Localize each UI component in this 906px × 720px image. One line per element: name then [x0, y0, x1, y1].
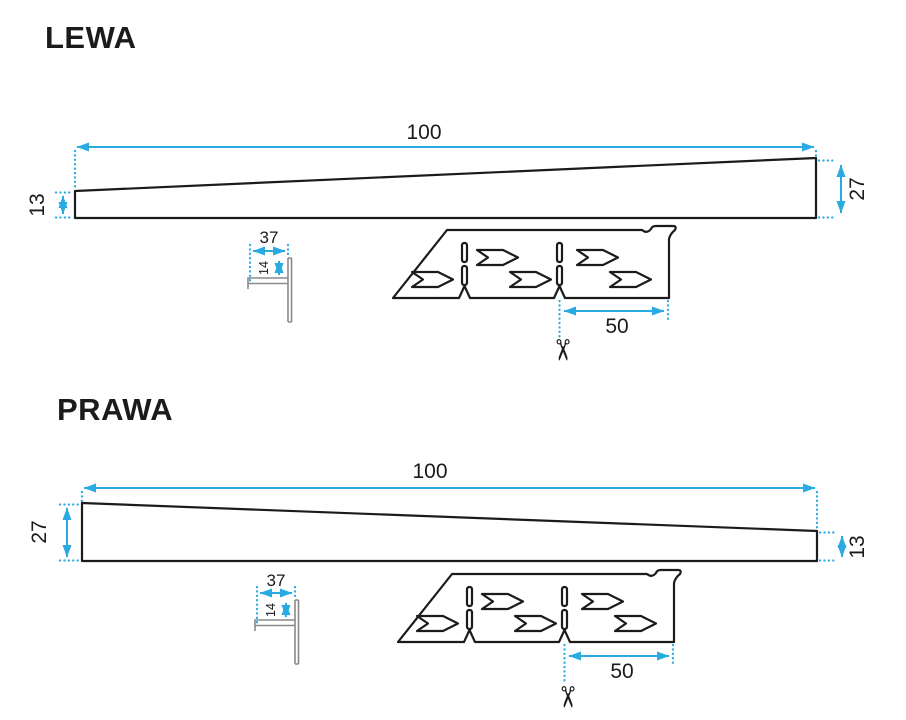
- lewa-cut-extension-lines: [558, 299, 670, 339]
- section-title-prawa: PRAWA: [57, 392, 173, 427]
- lewa-dim-flange-label: 37: [260, 228, 279, 247]
- scissors-icon: ✂: [550, 685, 582, 709]
- lewa-perforated-strip: [393, 226, 676, 298]
- scissors-icon: ✂: [545, 338, 577, 362]
- prawa-dim-flange-label: 37: [267, 571, 286, 590]
- lewa-dim-drop-label: 14: [257, 261, 271, 275]
- lewa-profile-outline: [73, 156, 818, 220]
- lewa-detail-extension-lines: [248, 243, 290, 283]
- lewa-length-extension-lines: [73, 149, 818, 191]
- lewa-dim-right-label: 27: [846, 177, 869, 200]
- prawa-dim-cut-label: 50: [610, 660, 633, 683]
- lewa-right-extension-ticks: [817, 159, 837, 219]
- prawa-dim-right-label: 13: [846, 535, 869, 558]
- lewa-dim-length-label: 100: [406, 121, 441, 144]
- prawa-detail-extension-lines: [255, 585, 297, 625]
- lewa-dim-left-label: 13: [26, 193, 49, 216]
- prawa-profile-outline: [80, 501, 819, 563]
- prawa-dim-length-label: 100: [412, 460, 447, 483]
- prawa-perforated-strip: [398, 570, 681, 642]
- section-lewa: LEWA 100 13 27 37 14 50 ✂: [26, 20, 869, 362]
- prawa-left-extension-ticks: [58, 503, 81, 562]
- lewa-left-extension-ticks: [54, 191, 74, 219]
- prawa-right-extension-ticks: [818, 531, 838, 562]
- prawa-dim-left-label: 27: [28, 520, 51, 543]
- section-prawa: PRAWA 100 27 13 37 14 50 ✂: [28, 392, 869, 709]
- prawa-length-extension-lines: [80, 490, 819, 531]
- prawa-cut-extension-lines: [563, 643, 675, 685]
- prawa-dim-drop-label: 14: [264, 603, 278, 617]
- section-title-lewa: LEWA: [45, 20, 137, 55]
- lewa-dim-cut-label: 50: [605, 315, 628, 338]
